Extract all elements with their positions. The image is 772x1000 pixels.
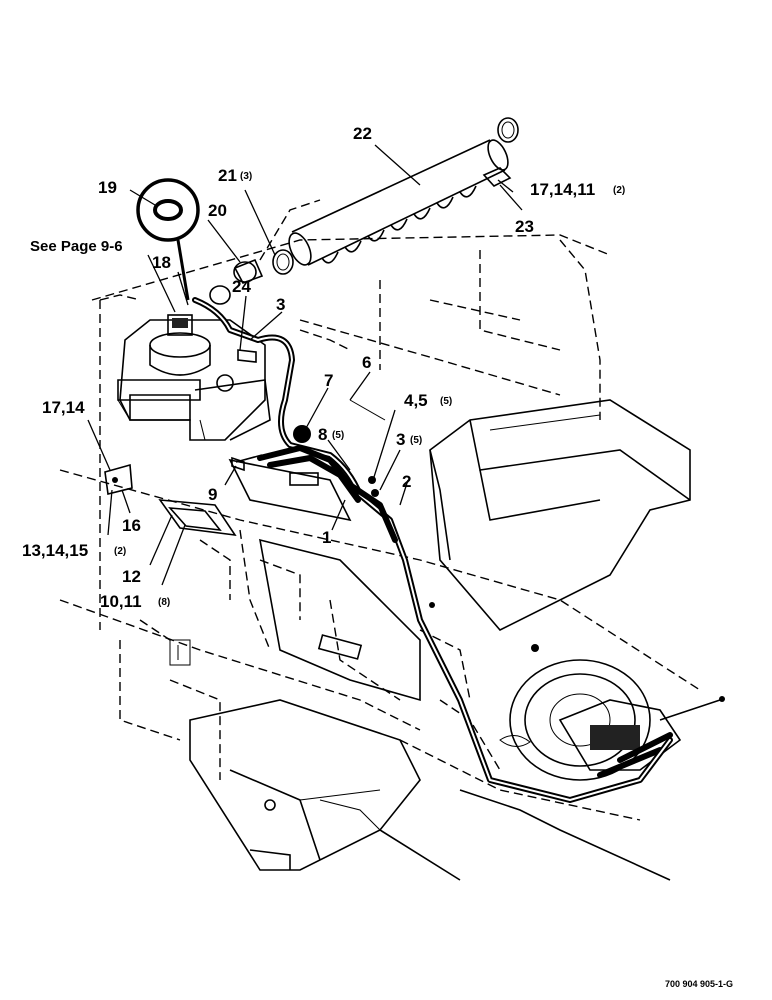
callout-4-5-qty: (5) [440,396,452,407]
center-panel [169,458,421,702]
callout-17-14: 17,14 [42,398,85,417]
callout-21-qty: (3) [240,171,252,182]
callout-9: 9 [208,485,217,504]
see-page-reference: See Page 9-6 [30,238,123,255]
callout-3-upper: 3 [276,295,285,314]
callout-16: 16 [122,516,141,535]
callout-24: 24 [232,277,251,296]
mounting-bracket [104,463,133,495]
hose-tube-assembly [288,117,519,266]
callout-10-11-qty: (8) [158,597,170,608]
callout-23: 23 [515,217,534,236]
drawing-code: 700 904 905-1-G [665,979,733,989]
callout-17-14-11: 17,14,11 [530,180,595,199]
black-hoses [192,297,673,803]
callout-8-qty: (5) [332,430,344,441]
slot-plate [158,499,237,537]
callout-4-5: 4,5 [404,391,428,410]
callout-19: 19 [98,178,117,197]
callout-22: 22 [353,124,372,143]
engine-cover-box [429,399,691,631]
callout-18: 18 [152,253,171,272]
callout-3-lower-qty: (5) [410,435,422,446]
callout-3-lower: 3 [396,430,405,449]
callout-20: 20 [208,201,227,220]
callout-labels: 19 21 (3) 22 17,14,11 (2) 23 20 See Page… [22,124,733,989]
callout-13-14-15: 13,14,15 [22,541,88,560]
callout-7: 7 [324,371,333,390]
callout-2: 2 [402,472,411,491]
callout-leader-lines [87,144,523,586]
callout-13-14-15-qty: (2) [114,546,126,557]
hose-couplings [209,249,294,305]
callout-8: 8 [318,425,327,444]
lower-frame-body [189,699,671,881]
callout-12: 12 [122,567,141,586]
wheel-pump-assembly [509,659,725,781]
clamp-bracket [482,167,512,187]
callout-1: 1 [322,528,331,547]
air-cleaner-tank [117,314,271,472]
callout-21: 21 [218,166,237,185]
hardware-fittings [293,399,539,747]
callout-17-14-11-qty: (2) [613,185,625,196]
callout-6: 6 [362,353,371,372]
inset-detail-circle [136,178,200,301]
callout-10-11: 10,11 [100,592,142,611]
